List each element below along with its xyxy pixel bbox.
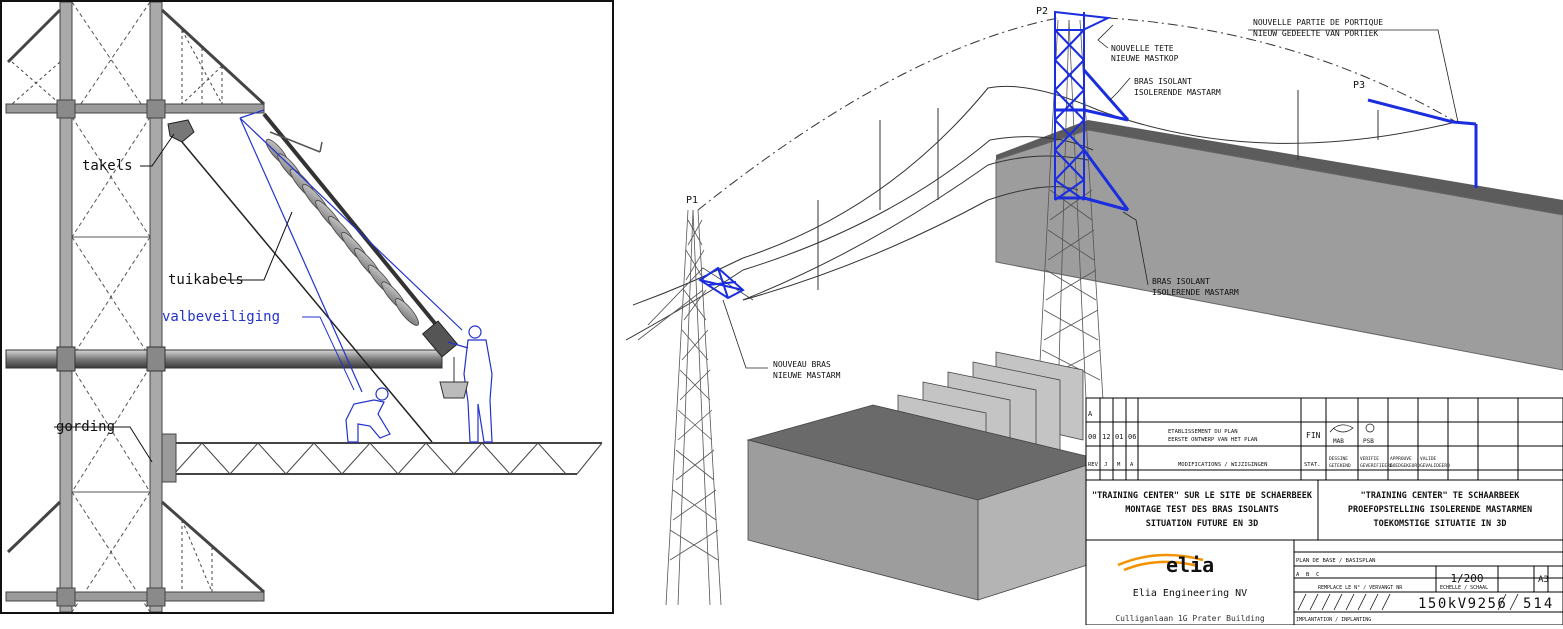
new-gantry-part xyxy=(1367,98,1478,188)
callout-portique-fr: NOUVELLE PARTIE DE PORTIQUE xyxy=(1253,18,1383,27)
hdr-modif: MODIFICATIONS / WIJZIGINGEN xyxy=(1178,462,1267,468)
implantation-label: IMPLANTATION / INPLANTING xyxy=(1296,617,1371,623)
callout-bras-top-fr: BRAS ISOLANT xyxy=(1134,77,1192,86)
label-p1: P1 xyxy=(686,195,698,206)
signature-psb: PSB xyxy=(1363,438,1374,445)
label-tuikabels: tuikabels xyxy=(168,272,244,288)
hdr-j: J xyxy=(1104,462,1107,468)
fin: FIN xyxy=(1306,431,1321,440)
hdr-stat: STAT. xyxy=(1304,462,1321,468)
lattice-tower-p1 xyxy=(637,209,754,606)
worker-standing xyxy=(447,325,493,443)
date-year: 06 xyxy=(1128,433,1136,441)
rev-letter-c: C xyxy=(1316,572,1319,578)
label-takels: takels xyxy=(82,158,133,174)
fall-protection-lines xyxy=(239,109,463,393)
title-fr-line2: MONTAGE TEST DES BRAS ISOLANTS xyxy=(1125,505,1279,515)
left-elevation-drawing: takels tuikabels valbeveiliging gording xyxy=(0,0,614,614)
bottom-crossarm xyxy=(5,500,265,607)
right-3d-drawing: P1 P2 P3 NOUVELLE TETE NIEUWE MASTKOP BR… xyxy=(618,0,1563,626)
callout-nouveau-nl: NIEUWE MASTARM xyxy=(773,371,841,380)
callout-tete-fr: NOUVELLE TETE xyxy=(1111,44,1174,53)
hdr-verifie: VERIFIE xyxy=(1360,456,1379,462)
insulating-arms-p2 xyxy=(1055,69,1130,212)
rev-00: 00 xyxy=(1088,433,1096,441)
lattice-column xyxy=(59,1,163,613)
date-day: 12 xyxy=(1102,433,1110,441)
hdr-a: A xyxy=(1130,462,1134,468)
plan-base: PLAN DE BASE / BASISPLAN xyxy=(1296,558,1375,564)
hatch-marks xyxy=(1297,593,1519,611)
title-block: A 00 12 01 06 ETABLISSEMENT DU PLAN EERS… xyxy=(1085,397,1563,626)
box-building xyxy=(746,404,1105,601)
elia-logo-swoosh xyxy=(1117,553,1204,572)
label-p2: P2 xyxy=(1036,6,1048,17)
label-gording: gording xyxy=(56,419,115,435)
callout-tete-nl: NIEUWE MASTKOP xyxy=(1111,54,1179,63)
title-nl-line1: "TRAINING CENTER" TE SCHAARBEEK xyxy=(1361,491,1521,501)
hdr-goedgekeurd: GOEDGEKEURD xyxy=(1390,463,1420,469)
callout-bras-bot-nl: ISOLERENDE MASTARM xyxy=(1152,288,1239,297)
label-valbeveiliging: valbeveiliging xyxy=(162,309,280,325)
format-value: A3 xyxy=(1538,575,1549,585)
etab-fr: ETABLISSEMENT DU PLAN xyxy=(1168,429,1238,435)
signature-mab: MAB xyxy=(1333,438,1344,445)
title-nl-line3: TOEKOMSTIGE SITUATIE IN 3D xyxy=(1373,519,1506,529)
insulator-string xyxy=(262,112,459,358)
3d-drawing-svg: P1 P2 P3 NOUVELLE TETE NIEUWE MASTKOP BR… xyxy=(625,6,1563,626)
new-head-p2 xyxy=(1054,10,1112,201)
worker-crouching xyxy=(345,387,391,443)
date-month: 01 xyxy=(1115,433,1123,441)
signature-mark-2 xyxy=(1365,423,1375,433)
title-nl-line2: PROEFOPSTELLING ISOLERENDE MASTARMEN xyxy=(1348,505,1532,515)
rev-a: A xyxy=(1088,410,1093,418)
hdr-approuve: APPROUVE xyxy=(1390,456,1412,462)
top-crossarm xyxy=(5,8,266,119)
hdr-geverifieerd: GEVERIFIEERD xyxy=(1360,463,1393,469)
signature-mark-1 xyxy=(1329,424,1354,433)
scale-value: 1/200 xyxy=(1450,572,1483,585)
rev-letter-a: A xyxy=(1296,572,1300,578)
elevation-drawing-svg: takels tuikabels valbeveiliging gording xyxy=(5,1,603,613)
etab-nl: EERSTE ONTWERP VAN HET PLAN xyxy=(1168,437,1257,443)
elia-logo-text: elia xyxy=(1166,553,1214,577)
title-fr-line1: "TRAINING CENTER" SUR LE SITE DE SCHAERB… xyxy=(1092,491,1313,501)
horizontal-beam xyxy=(5,349,443,369)
hdr-getekend: GETEKEND xyxy=(1329,463,1351,469)
sheet-number: 514 xyxy=(1523,596,1554,612)
callout-portique-nl: NIEUW GEDEELTE VAN PORTIEK xyxy=(1253,29,1378,38)
hdr-dessine: DESSINE xyxy=(1329,456,1348,462)
label-p3: P3 xyxy=(1353,80,1365,91)
callout-nouveau-fr: NOUVEAU BRAS xyxy=(773,360,831,369)
callout-bras-bot-fr: BRAS ISOLANT xyxy=(1152,277,1210,286)
plan-number: 150kV9256 xyxy=(1418,596,1507,612)
hoist-block xyxy=(167,119,195,143)
hdr-gevalideerd: GEVALIDEERD xyxy=(1420,463,1450,469)
work-platform-truss xyxy=(161,433,603,483)
callout-bras-top-nl: ISOLERENDE MASTARM xyxy=(1134,88,1221,97)
company-name: Elia Engineering NV xyxy=(1133,588,1247,599)
remplace-label: REMPLACE LE N° / VERVANGT NR xyxy=(1318,585,1403,591)
hdr-m: M xyxy=(1117,462,1121,468)
title-fr-line3: SITUATION FUTURE EN 3D xyxy=(1146,519,1259,529)
hdr-rev: REV xyxy=(1088,462,1099,468)
hdr-valide: VALIDE xyxy=(1420,456,1437,462)
rev-letter-b: B xyxy=(1306,572,1310,578)
guy-cable xyxy=(181,141,433,443)
new-arm-p1 xyxy=(698,266,745,300)
echelle-label: ECHELLE / SCHAAL xyxy=(1440,585,1488,591)
lifting-tackle xyxy=(439,357,469,399)
long-wall xyxy=(995,120,1563,371)
company-address: Culliganlaan 1G Prater Building xyxy=(1115,614,1264,623)
